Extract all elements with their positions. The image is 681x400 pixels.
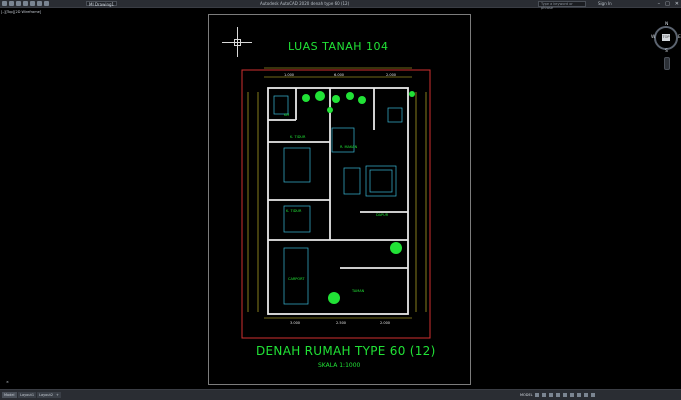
compass-west[interactable]: W bbox=[651, 35, 656, 40]
room-label-kt2: K. TIDUR bbox=[286, 209, 302, 213]
model-space-toggle[interactable]: MODEL bbox=[520, 393, 533, 397]
new-icon[interactable] bbox=[2, 1, 7, 6]
command-line-close-icon[interactable]: × bbox=[6, 380, 9, 384]
svg-text:6.000: 6.000 bbox=[334, 73, 344, 77]
workspace-gear-icon[interactable] bbox=[584, 393, 588, 397]
svg-text:2.000: 2.000 bbox=[380, 321, 390, 325]
plants bbox=[302, 91, 415, 304]
lineweight-icon[interactable] bbox=[570, 393, 574, 397]
grid-icon[interactable] bbox=[535, 393, 539, 397]
room-label-dapur: DAPUR bbox=[376, 213, 389, 217]
save-icon[interactable] bbox=[16, 1, 21, 6]
redo-icon[interactable] bbox=[44, 1, 49, 6]
svg-text:1.000: 1.000 bbox=[284, 73, 294, 77]
window-title: Autodesk AutoCAD 2020 denah type 60 (12) bbox=[260, 1, 350, 6]
drawing-sheet-frame bbox=[208, 14, 471, 385]
quick-access-toolbar[interactable] bbox=[2, 1, 49, 6]
navigation-bar[interactable] bbox=[664, 57, 670, 70]
room-label-km: KM bbox=[284, 113, 289, 117]
title-bar: MI Drawing1 Autodesk AutoCAD 2020 denah … bbox=[0, 0, 681, 10]
status-tools[interactable] bbox=[535, 393, 595, 397]
undo-icon[interactable] bbox=[37, 1, 42, 6]
room-label-carport: CARPORT bbox=[288, 277, 305, 281]
room-label-taman: TAMAN bbox=[351, 289, 365, 293]
svg-text:2.000: 2.000 bbox=[386, 73, 396, 77]
crosshair-cursor-v bbox=[237, 27, 238, 57]
svg-text:3.000: 3.000 bbox=[290, 321, 300, 325]
open-icon[interactable] bbox=[9, 1, 14, 6]
search-input[interactable]: Type a keyword or phrase bbox=[538, 1, 586, 10]
osnap-icon[interactable] bbox=[563, 393, 567, 397]
viewcube[interactable]: N W E S TOP bbox=[651, 22, 681, 54]
save-as-icon[interactable] bbox=[23, 1, 28, 6]
site-boundary bbox=[241, 69, 431, 339]
drawing-title-top: LUAS TANAH 104 bbox=[288, 40, 389, 53]
ortho-icon[interactable] bbox=[549, 393, 553, 397]
room-labels: KM K. TIDUR R. MAKAN K. TIDUR DAPUR CARP… bbox=[284, 113, 389, 293]
compass-east[interactable]: E bbox=[678, 35, 681, 40]
tab-layout1[interactable]: Layout1 bbox=[18, 392, 37, 398]
furniture bbox=[273, 95, 403, 305]
sign-in-link[interactable]: Sign In bbox=[598, 1, 612, 6]
compass-north[interactable]: N bbox=[665, 22, 669, 27]
maximize-button[interactable]: □ bbox=[665, 1, 670, 7]
dimension-text: 1.000 6.000 2.000 3.000 2.500 2.000 bbox=[284, 73, 396, 325]
drawing-scale: SKALA 1:1000 bbox=[318, 362, 361, 369]
minimize-button[interactable]: – bbox=[657, 1, 661, 7]
crosshair-pickbox bbox=[234, 39, 241, 46]
status-bar: Model Layout1 Layout2 + MODEL bbox=[0, 389, 681, 400]
tab-layout2[interactable]: Layout2 bbox=[37, 392, 56, 398]
dimension-lines bbox=[247, 67, 427, 319]
svg-text:2.500: 2.500 bbox=[336, 321, 346, 325]
polar-icon[interactable] bbox=[556, 393, 560, 397]
viewport-controls[interactable]: [–][Top][2D Wireframe] bbox=[1, 10, 42, 14]
compass-ring[interactable] bbox=[654, 26, 678, 50]
drawing-title-bottom: DENAH RUMAH TYPE 60 (12) bbox=[256, 344, 436, 358]
customize-icon[interactable] bbox=[591, 393, 595, 397]
viewcube-top-face[interactable]: TOP bbox=[662, 34, 670, 41]
close-button[interactable]: ✕ bbox=[674, 1, 679, 7]
plot-icon[interactable] bbox=[30, 1, 35, 6]
room-label-makan: R. MAKAN bbox=[340, 145, 358, 149]
snap-icon[interactable] bbox=[542, 393, 546, 397]
walls bbox=[267, 87, 409, 315]
add-layout-button[interactable]: + bbox=[54, 392, 61, 398]
room-label-kt: K. TIDUR bbox=[290, 135, 306, 139]
annotation-scale-icon[interactable] bbox=[577, 393, 581, 397]
tab-model[interactable]: Model bbox=[2, 392, 17, 398]
compass-south[interactable]: S bbox=[665, 49, 668, 54]
workspace-dropdown[interactable]: MI Drawing1 bbox=[86, 1, 118, 7]
